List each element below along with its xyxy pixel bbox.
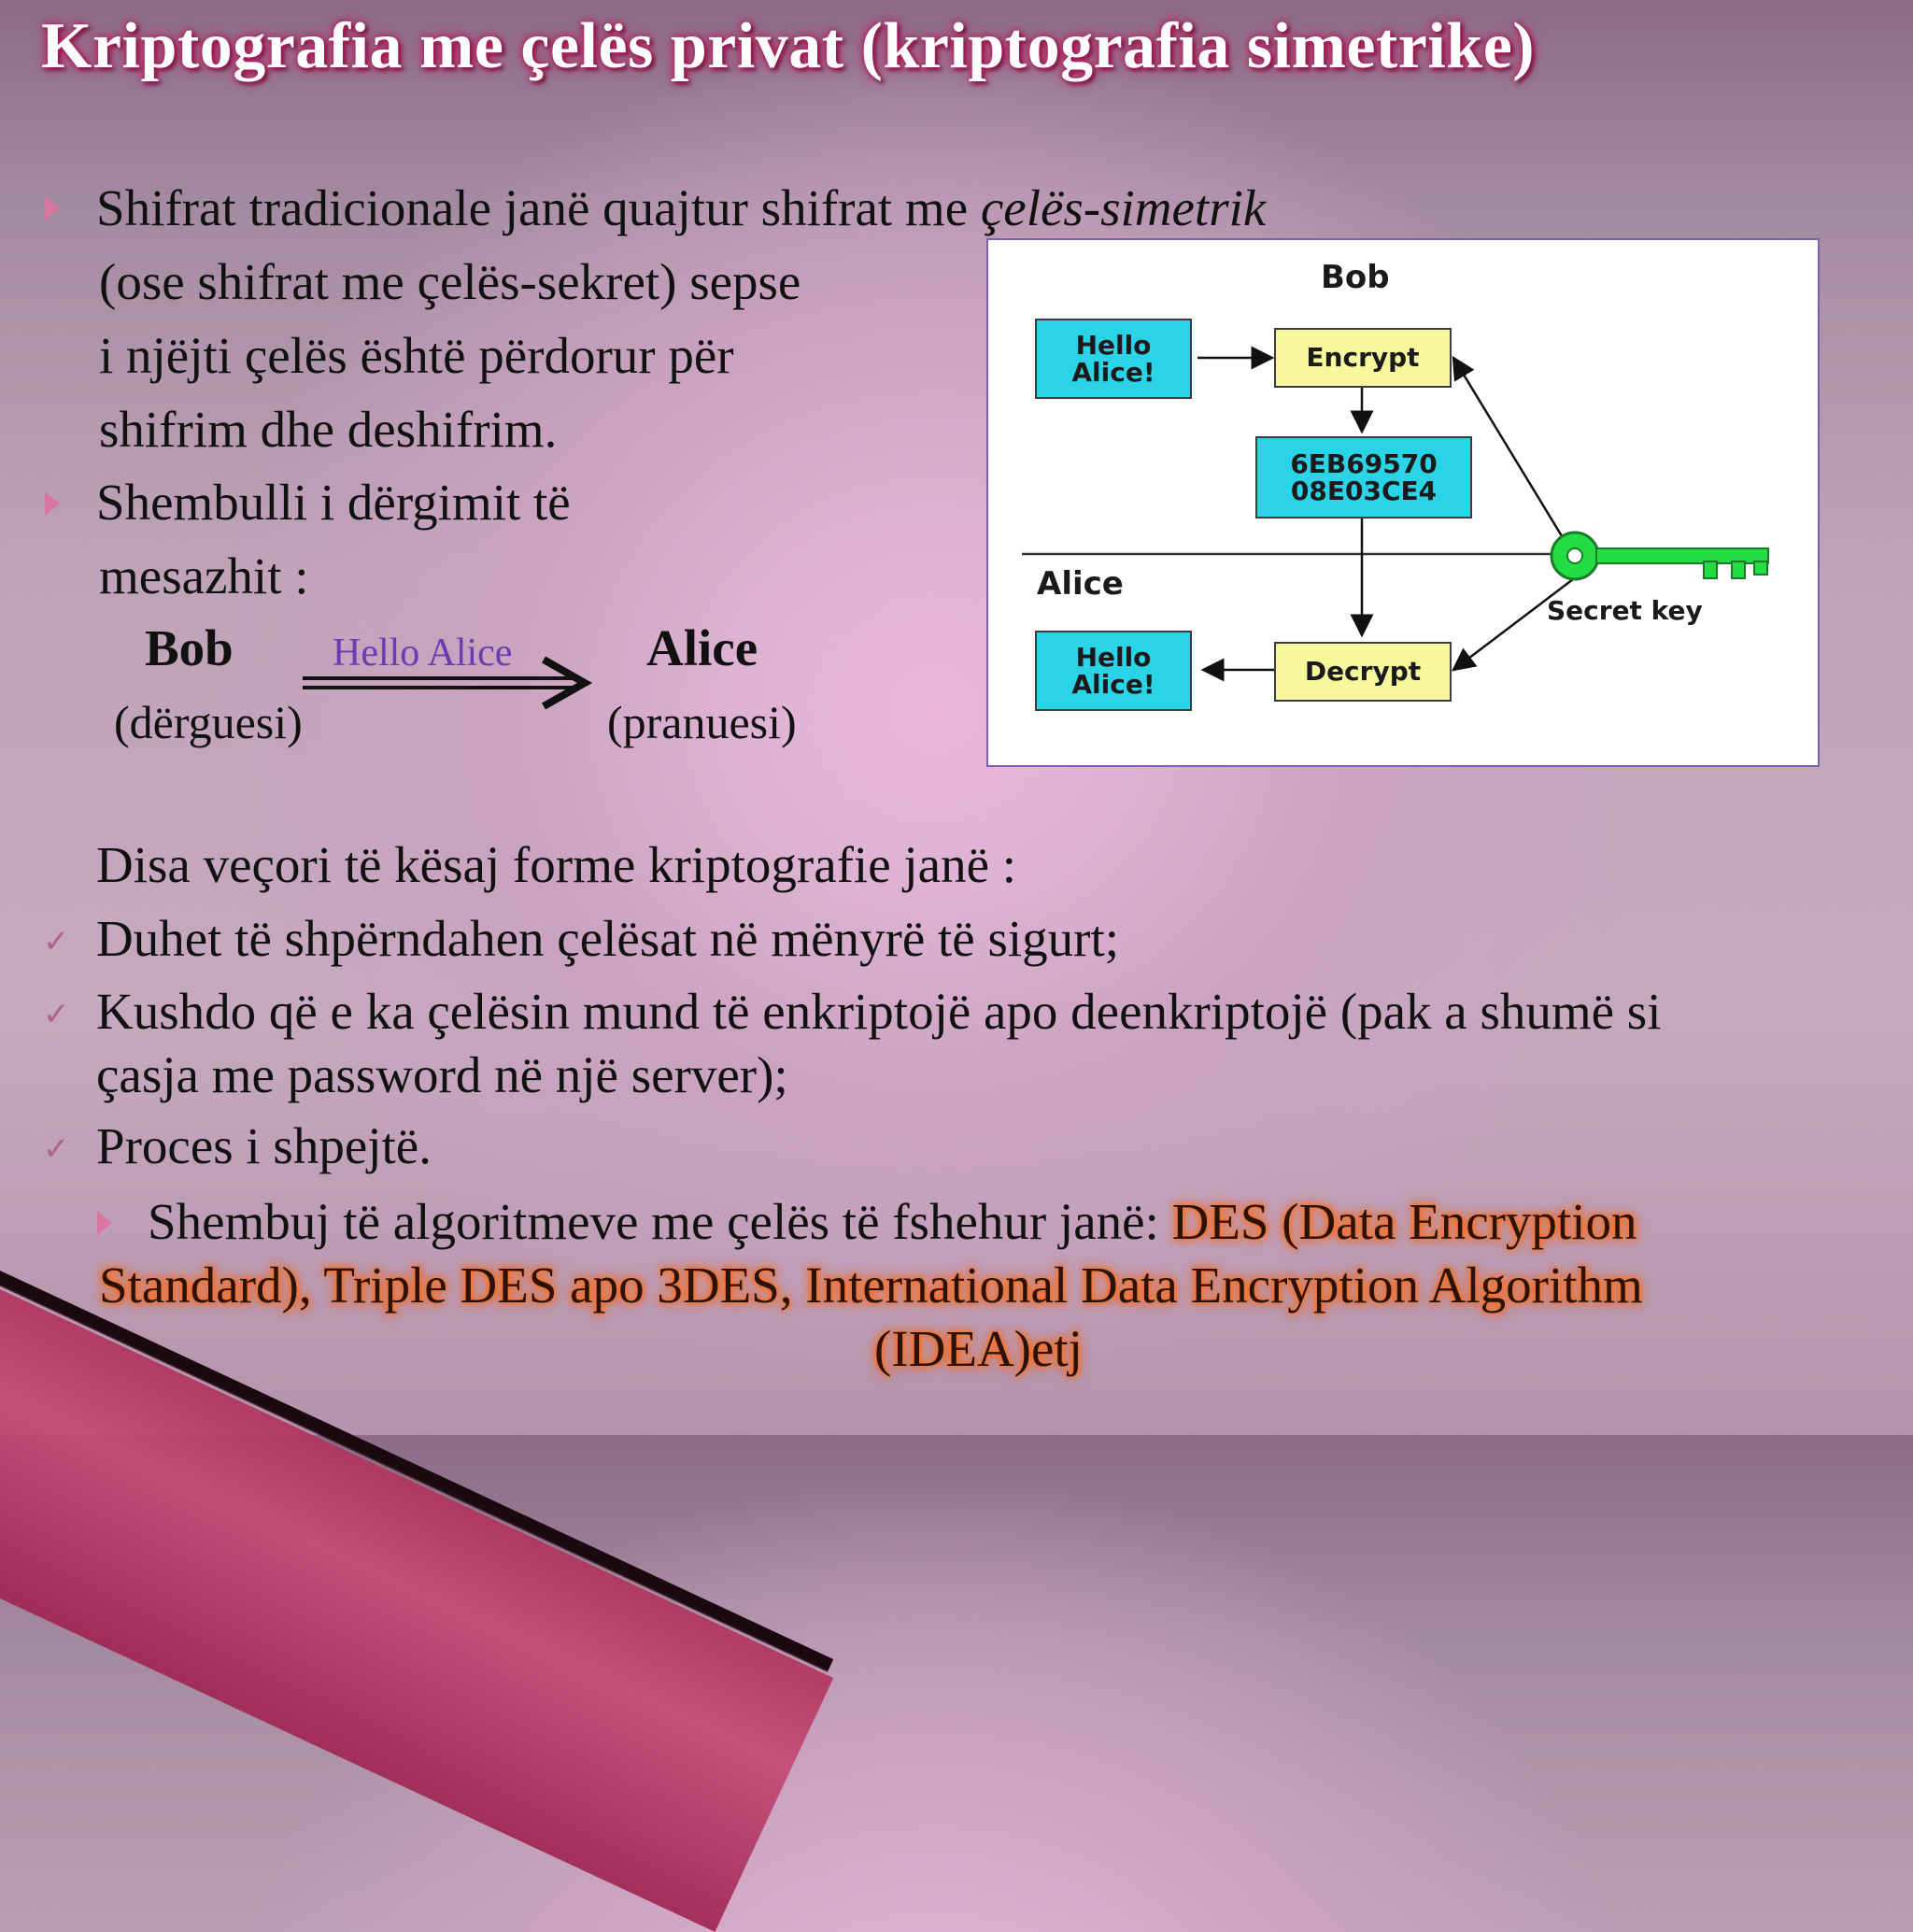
algorithms-line3: (IDEA)etj [874, 1320, 1083, 1377]
example-receiver-role: (pranuesi) [607, 696, 797, 748]
feature-item-2-line2: çasja me password në një server); [96, 1046, 788, 1103]
example-message: Hello Alice [333, 632, 513, 675]
slide-title: Kriptografia me çelës privat (kriptograf… [41, 10, 1536, 82]
symmetric-key-term: çelës-simetrik [980, 179, 1267, 236]
checkmark-icon: ✓ [43, 923, 70, 960]
send-arrow-icon [303, 656, 593, 710]
bullet1-line1: Shifrat tradicionale janë quajtur shifra… [96, 179, 1267, 236]
bullet-triangle-icon [97, 1211, 112, 1235]
diagram-alice-label: Alice [1037, 565, 1124, 603]
algorithms-line1: Shembuj të algoritmeve me çelës të fsheh… [148, 1196, 1637, 1247]
diagram-bob-label: Bob [1321, 259, 1390, 296]
plaintext-box-top: Hello Alice! [1035, 319, 1192, 399]
diagram-connectors [1022, 346, 1769, 682]
feature-item-3: Proces i shpejtë. [96, 1117, 432, 1174]
secret-key-label: Secret key [1547, 595, 1703, 626]
decrypt-box: Decrypt [1274, 642, 1452, 702]
ciphertext-line1: 6EB69570 [1290, 447, 1438, 479]
symmetric-encryption-diagram: Bob Alice Hello Alice! Encrypt 6EB69570 … [986, 238, 1820, 767]
secret-key-icon [1550, 531, 1769, 581]
example-sender-role: (dërguesi) [114, 696, 303, 748]
algorithms-lead: Shembuj të algoritmeve me çelës të fsheh… [148, 1193, 1172, 1250]
algorithms-highlight-1: DES (Data Encryption [1171, 1193, 1637, 1250]
bullet-triangle-icon [45, 196, 60, 220]
feature-item-1: Duhet të shpërndahen çelësat në mënyrë t… [96, 910, 1120, 967]
example-sender: Bob [145, 619, 234, 676]
features-intro: Disa veçori të kësaj forme kriptografie … [96, 836, 1017, 893]
plaintext-box-bottom: Hello Alice! [1035, 631, 1192, 711]
algorithms-line2: Standard), Triple DES apo 3DES, Internat… [99, 1257, 1643, 1314]
bullet1-line2: (ose shifrat me çelës-sekret) sepse [99, 253, 801, 310]
feature-item-2-line1: Kushdo që e ka çelësin mund të enkriptoj… [96, 983, 1662, 1040]
bullet1-line3: i njëjti çelës është përdorur për [99, 327, 734, 384]
ciphertext-box: 6EB69570 08E03CE4 [1255, 436, 1472, 519]
bullet2-line1: Shembulli i dërgimit të [96, 474, 571, 531]
bullet1-line4: shifrim dhe deshifrim. [99, 401, 558, 458]
example-receiver: Alice [646, 619, 758, 676]
bullet2-line2: mesazhit : [99, 547, 309, 604]
bullet-triangle-icon [45, 491, 60, 516]
ciphertext-line2: 08E03CE4 [1290, 476, 1438, 506]
encrypt-box: Encrypt [1274, 328, 1452, 388]
checkmark-icon: ✓ [43, 996, 70, 1033]
checkmark-icon: ✓ [43, 1130, 70, 1168]
